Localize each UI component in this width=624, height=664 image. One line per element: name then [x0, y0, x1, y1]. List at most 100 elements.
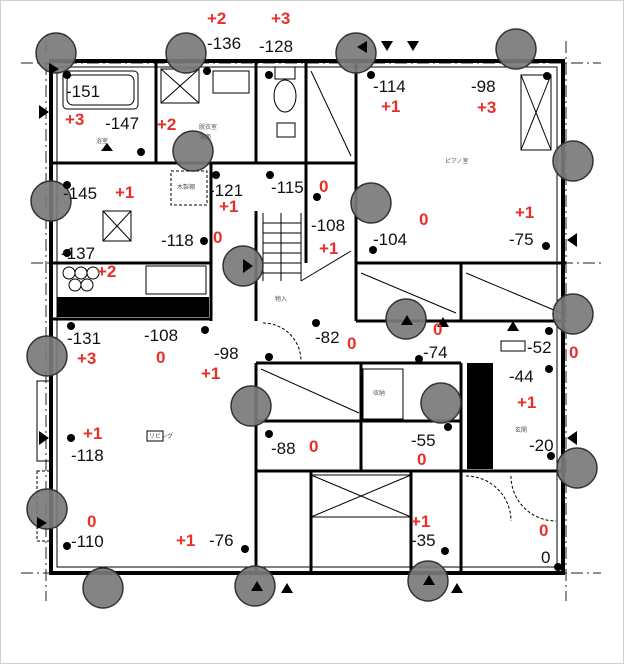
adjustment-value: 0: [309, 437, 319, 456]
adjustment-value: 0: [539, 521, 549, 540]
measure-point: [63, 181, 71, 189]
level-value: -136: [207, 34, 242, 53]
room-label-bath: 浴室: [96, 139, 109, 145]
interior-walls: [51, 63, 566, 573]
level-value: -108: [311, 216, 346, 235]
measure-point: [212, 171, 220, 179]
adjustment-value: +2: [97, 262, 117, 281]
level-value: -114: [373, 77, 406, 96]
measure-point: [313, 193, 321, 201]
room-label-entrance: 玄関: [515, 428, 528, 434]
room-label-dressing: 脱衣室: [199, 125, 218, 131]
measure-point: [545, 365, 553, 373]
level-value: -44: [509, 367, 534, 386]
adjustment-value: 0: [347, 334, 357, 353]
measure-point: [67, 434, 75, 442]
adjustment-value: 0: [87, 512, 97, 531]
measurement-points: [63, 67, 562, 571]
column-circle: [230, 385, 272, 427]
adjustment-value: +1: [319, 239, 339, 258]
measure-point: [554, 563, 562, 571]
adjustment-value: +3: [271, 9, 291, 28]
measure-point: [67, 322, 75, 330]
column-circle: [30, 180, 72, 222]
measure-point: [312, 319, 320, 327]
level-value: -151: [66, 82, 101, 101]
adjustment-value: 0: [213, 228, 223, 247]
measure-point: [203, 67, 211, 75]
level-value: -82: [315, 328, 340, 347]
level-value: -75: [509, 230, 534, 249]
detail-lines: [36, 66, 562, 542]
column-circle: [165, 32, 207, 74]
level-value: -115: [271, 178, 304, 197]
level-value: -98: [471, 77, 496, 96]
measure-point: [543, 72, 551, 80]
measure-point: [201, 326, 209, 334]
measure-point: [265, 430, 273, 438]
column-circle: [495, 28, 537, 70]
level-value: -121: [209, 181, 244, 200]
adjustment-value: 0: [319, 177, 329, 196]
level-value: -118: [161, 231, 194, 250]
adjustment-value: 0: [417, 450, 427, 469]
room-label-living: リビング: [149, 434, 174, 440]
level-value: 0: [541, 548, 551, 567]
level-value: -88: [271, 439, 296, 458]
level-value: -137: [61, 244, 96, 263]
measure-point: [547, 452, 555, 460]
measure-point: [266, 171, 274, 179]
level-value: -118: [71, 446, 104, 465]
level-value: -74: [423, 343, 448, 362]
adjustment-value: +1: [517, 393, 537, 412]
adjustment-value: +1: [176, 531, 196, 550]
measure-point: [367, 71, 375, 79]
level-value: -55: [411, 431, 436, 450]
kitchen-counter: [57, 297, 209, 317]
measure-point: [137, 148, 145, 156]
measure-point: [63, 71, 71, 79]
measure-point: [415, 355, 423, 363]
column-circle: [172, 130, 214, 172]
adjustment-value: +3: [477, 98, 497, 117]
measure-point: [265, 71, 273, 79]
adjustment-value: +1: [83, 424, 103, 443]
measure-point: [369, 246, 377, 254]
level-value: -35: [411, 531, 436, 550]
room-label-shelf: 木製棚: [177, 185, 196, 191]
column-circle: [35, 32, 77, 74]
level-value: -110: [71, 532, 104, 551]
adjustment-value: +1: [515, 203, 535, 222]
column-circle: [552, 293, 594, 335]
measure-point: [545, 327, 553, 335]
room-label-piano: ピアノ室: [445, 159, 469, 165]
adjustment-value: +1: [219, 197, 239, 216]
level-value: -76: [209, 531, 234, 550]
measure-point: [265, 353, 273, 361]
room-label-closet: 収納: [373, 391, 386, 397]
level-value: -20: [529, 436, 554, 455]
adjustment-value: 0: [433, 320, 443, 339]
adjustment-value: +3: [65, 110, 85, 129]
column-inner-triangles: [37, 41, 435, 591]
adjustment-value: 0: [419, 210, 429, 229]
adjustment-value: +1: [411, 512, 431, 531]
adjustment-value: 0: [569, 343, 579, 362]
level-value: -108: [144, 326, 179, 345]
opening-markers: [39, 41, 577, 593]
measure-point: [444, 423, 452, 431]
adjustment-value: +1: [115, 183, 135, 202]
column-circle: [82, 567, 124, 609]
measure-point: [241, 545, 249, 553]
column-circle: [350, 182, 392, 224]
column-circle: [26, 335, 68, 377]
level-value: -128: [259, 37, 294, 56]
column-circle: [552, 140, 594, 182]
column-circle: [556, 447, 598, 489]
level-value: -147: [105, 114, 140, 133]
level-value: -145: [63, 184, 98, 203]
adjustment-value: +1: [201, 364, 221, 383]
adjustment-value: +2: [157, 115, 177, 134]
